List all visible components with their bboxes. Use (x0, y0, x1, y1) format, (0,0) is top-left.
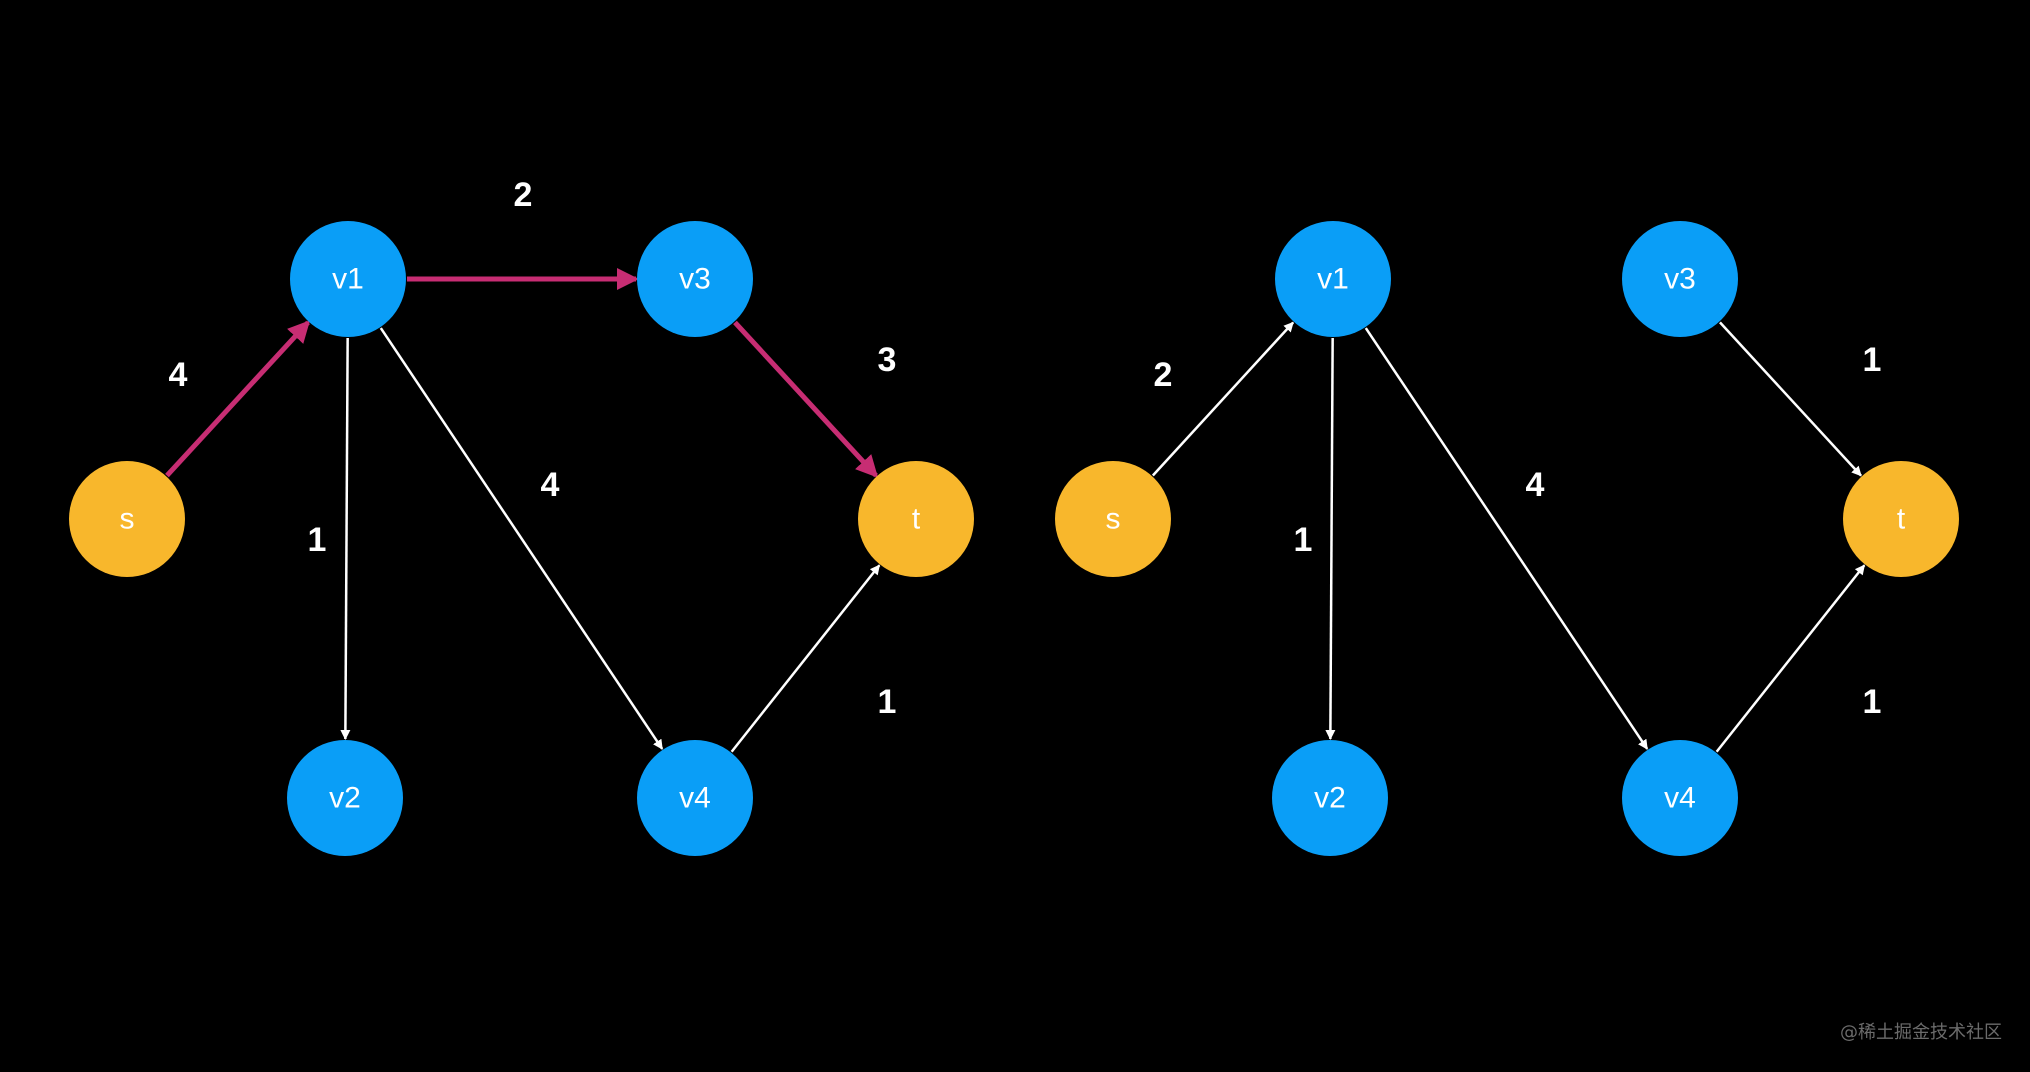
left-node-label-v3: v3 (679, 263, 711, 296)
left-node-v3 (637, 221, 753, 337)
left-node-label-s: s (120, 503, 135, 536)
left-node-label-v4: v4 (679, 782, 711, 815)
left-edge-weight-v1-v2: 1 (308, 521, 327, 559)
right-edge-weight-s-v1: 2 (1154, 356, 1173, 394)
watermark: @稀土掘金技术社区 (1840, 1022, 2002, 1043)
left-edge-weight-v1-v4: 4 (541, 466, 560, 504)
right-edge-v4-t (1715, 564, 1866, 753)
left-node-label-v2: v2 (329, 782, 361, 815)
left-edge-v3-t (733, 320, 879, 478)
right-edge-v3-t (1719, 321, 1862, 477)
right-node-v2 (1272, 740, 1388, 856)
right-node-v1 (1275, 221, 1391, 337)
right-edge-weight-v3-t: 1 (1863, 341, 1882, 379)
left-edge-weight-v4-t: 1 (878, 683, 897, 721)
right-edge-weight-v1-v2: 1 (1294, 521, 1313, 559)
right-node-label-s: s (1106, 503, 1121, 536)
right-edge-v1-v2 (1325, 337, 1336, 741)
left-node-s (69, 461, 185, 577)
right-edge-s-v1 (1151, 321, 1295, 477)
left-node-label-t: t (912, 503, 921, 536)
left-edge-v1-v4 (379, 327, 664, 750)
right-node-label-v4: v4 (1664, 782, 1696, 815)
left-edge-weight-s-v1: 4 (169, 356, 188, 394)
graph-right: 2 1 1 4 1 s v1 v2 v3 v4 t (1055, 221, 1959, 856)
left-edge-v1-v2 (340, 337, 351, 741)
left-node-v2 (287, 740, 403, 856)
left-node-v4 (637, 740, 753, 856)
right-node-v4 (1622, 740, 1738, 856)
right-node-label-t: t (1897, 503, 1906, 536)
left-node-label-v1: v1 (332, 263, 364, 296)
right-node-s (1055, 461, 1171, 577)
left-node-v1 (290, 221, 406, 337)
right-node-label-v2: v2 (1314, 782, 1346, 815)
left-edge-weight-v3-t: 3 (878, 341, 897, 379)
right-edge-weight-v1-v4: 4 (1526, 466, 1545, 504)
right-node-t (1843, 461, 1959, 577)
left-edge-s-v1 (165, 320, 311, 478)
right-node-label-v3: v3 (1664, 263, 1696, 296)
right-node-v3 (1622, 221, 1738, 337)
right-edge-weight-v4-t: 1 (1863, 683, 1882, 721)
right-node-label-v1: v1 (1317, 263, 1349, 296)
left-edge-v4-t (730, 564, 881, 753)
graph-left: 4 2 3 1 4 1 s v1 v2 v3 v4 t (69, 176, 974, 856)
left-node-t (858, 461, 974, 577)
right-edge-v1-v4 (1364, 327, 1649, 750)
left-edge-weight-v1-v3: 2 (514, 176, 533, 214)
